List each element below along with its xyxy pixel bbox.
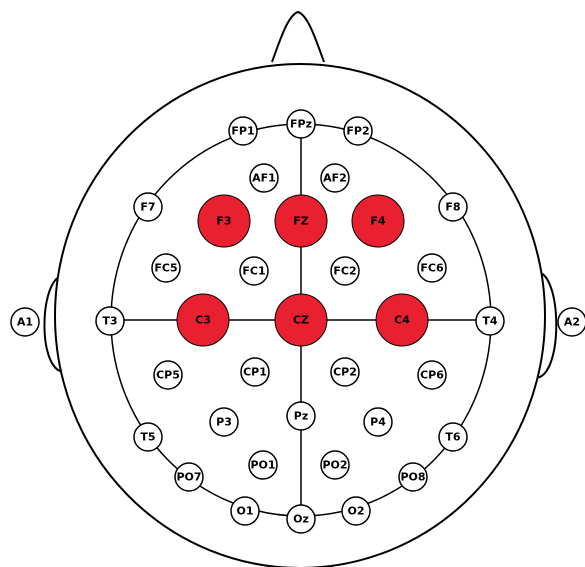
electrode-po8: PO8 <box>399 463 427 491</box>
electrode-label: O1 <box>236 505 253 518</box>
electrode-fc1: FC1 <box>240 257 268 285</box>
electrode-c4: C4 <box>376 294 428 346</box>
electrode-p3: P3 <box>210 408 238 436</box>
electrode-fc6: FC6 <box>418 254 446 282</box>
electrode-t6: T6 <box>439 423 467 451</box>
electrode-p4: P4 <box>364 408 392 436</box>
electrode-t4: T4 <box>476 307 504 335</box>
electrode-label: Oz <box>293 513 309 526</box>
electrode-po1: PO1 <box>249 451 277 479</box>
electrode-cp2: CP2 <box>331 358 359 386</box>
electrode-label: P3 <box>216 416 232 429</box>
electrode-label: CZ <box>293 314 309 327</box>
electrode-po2: PO2 <box>321 451 349 479</box>
electrode-label: FC5 <box>154 262 177 275</box>
electrode-label: O2 <box>347 505 364 518</box>
electrode-a2: A2 <box>558 308 585 336</box>
electrode-label: CP6 <box>420 369 444 382</box>
electrode-label: CP2 <box>333 366 357 379</box>
electrode-label: A1 <box>17 316 33 329</box>
electrode-label: FP2 <box>346 125 369 138</box>
electrode-label: C4 <box>394 314 410 327</box>
electrode-f3: F3 <box>198 195 250 247</box>
electrode-label: PO2 <box>322 459 347 472</box>
electrode-c3: C3 <box>177 294 229 346</box>
electrode-label: T4 <box>482 315 498 328</box>
electrode-label: T5 <box>140 431 155 444</box>
electrode-cp1: CP1 <box>241 358 269 386</box>
electrode-cp5: CP5 <box>154 361 182 389</box>
electrode-label: FC1 <box>242 265 265 278</box>
electrode-f8: F8 <box>439 193 467 221</box>
electrode-af2: AF2 <box>321 164 349 192</box>
electrode-label: FC6 <box>420 262 444 275</box>
nose-shape <box>272 12 324 62</box>
electrode-label: CP5 <box>156 369 180 382</box>
electrode-label: A2 <box>564 316 580 329</box>
electrode-oz: Oz <box>287 505 315 533</box>
electrode-label: F3 <box>216 215 231 228</box>
electrode-label: FPz <box>290 118 312 131</box>
electrode-label: F4 <box>370 215 386 228</box>
electrode-label: T3 <box>102 315 117 328</box>
electrode-label: AF1 <box>252 172 276 185</box>
electrode-t5: T5 <box>134 423 162 451</box>
electrode-label: T6 <box>445 431 461 444</box>
electrode-po7: PO7 <box>175 463 203 491</box>
electrode-label: PO8 <box>400 471 425 484</box>
electrode-label: Pz <box>294 410 308 423</box>
electrode-cp6: CP6 <box>418 361 446 389</box>
electrode-fc2: FC2 <box>331 257 359 285</box>
electrode-fpz: FPz <box>287 110 315 138</box>
electrode-fc5: FC5 <box>152 254 180 282</box>
electrode-o1: O1 <box>231 497 259 525</box>
electrode-label: FZ <box>293 215 309 228</box>
electrode-cz: CZ <box>275 294 327 346</box>
electrode-pz: Pz <box>287 402 315 430</box>
electrode-label: AF2 <box>323 172 347 185</box>
electrode-label: C3 <box>195 314 211 327</box>
electrode-label: FP1 <box>231 125 254 138</box>
electrode-label: FC2 <box>333 265 356 278</box>
electrode-label: CP1 <box>243 366 267 379</box>
electrode-label: PO7 <box>176 471 201 484</box>
electrode-label: F7 <box>140 201 155 214</box>
electrode-f7: F7 <box>134 193 162 221</box>
electrode-t3: T3 <box>96 307 124 335</box>
electrode-af1: AF1 <box>250 164 278 192</box>
electrode-f4: F4 <box>352 195 404 247</box>
electrode-a1: A1 <box>11 308 39 336</box>
electrode-fz: FZ <box>275 195 327 247</box>
electrode-fp1: FP1 <box>229 117 257 145</box>
electrode-label: F8 <box>445 201 460 214</box>
electrode-o2: O2 <box>342 497 370 525</box>
electrode-label: P4 <box>370 416 386 429</box>
electrode-fp2: FP2 <box>344 117 372 145</box>
electrode-label: PO1 <box>250 459 275 472</box>
